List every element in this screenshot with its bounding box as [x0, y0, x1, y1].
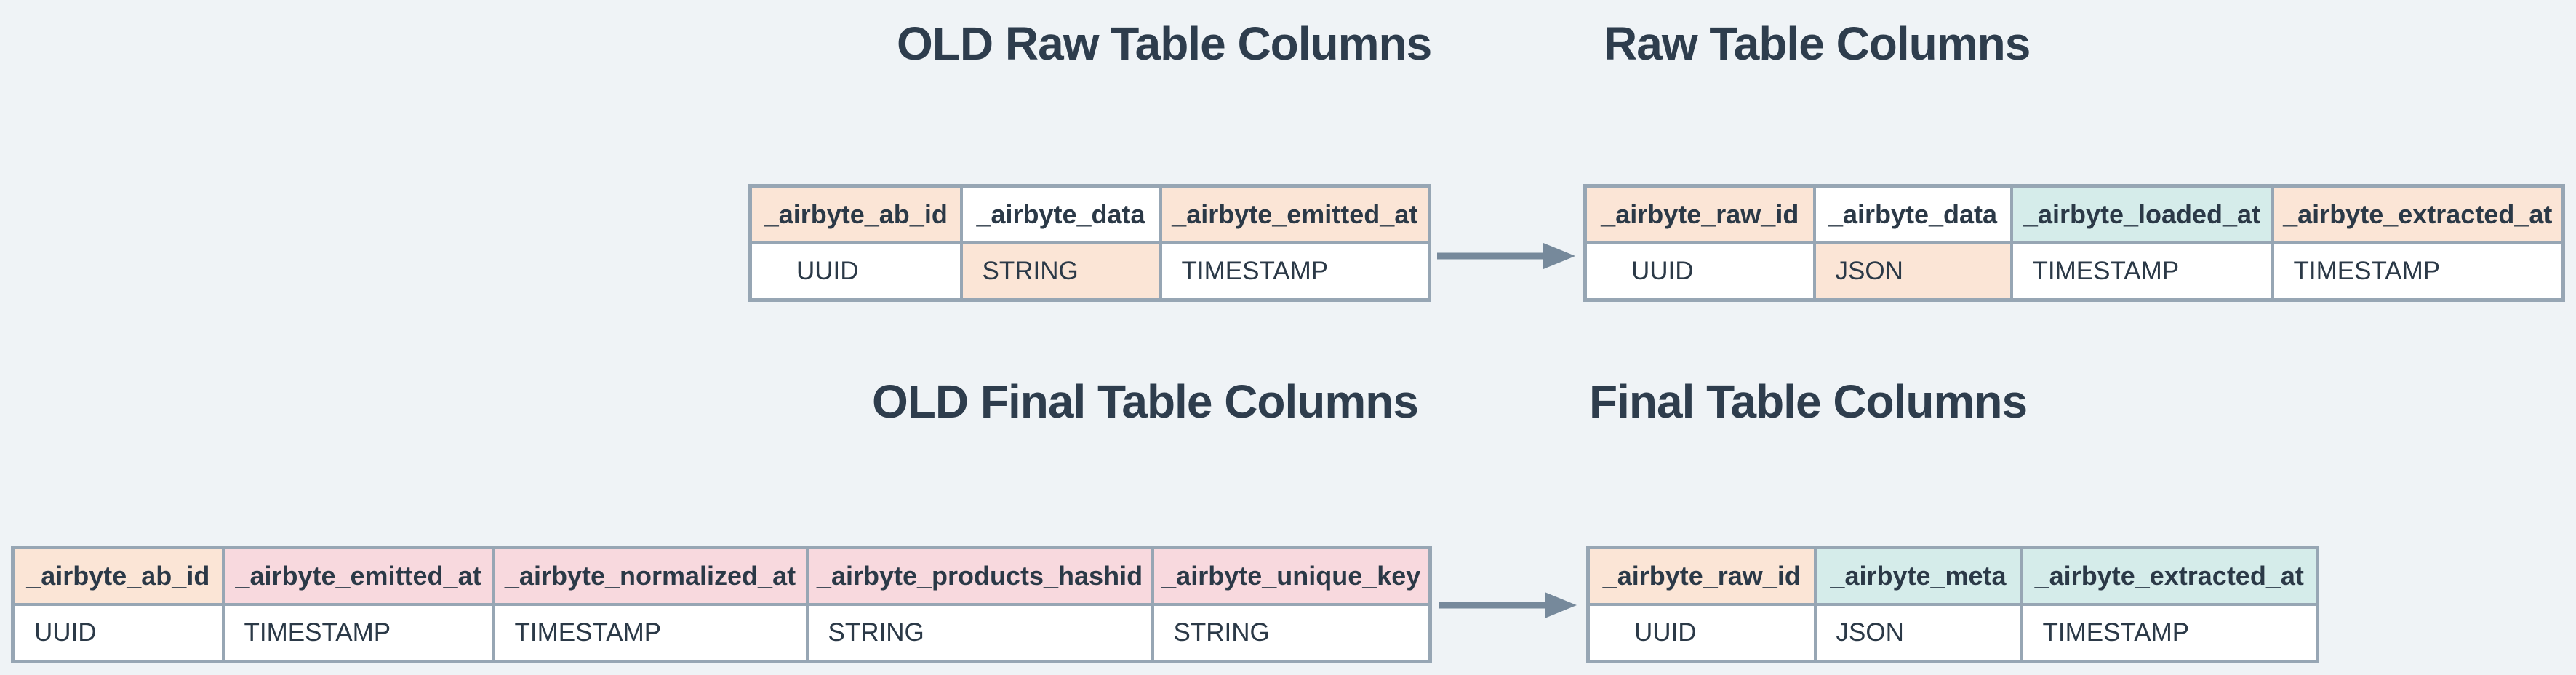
- column-header-cell: _airbyte_extracted_at: [2020, 546, 2319, 606]
- column-type-cell: UUID: [11, 603, 225, 663]
- raw-header-row: _airbyte_raw_id _airbyte_data _airbyte_l…: [1583, 184, 2565, 244]
- column-header-cell: _airbyte_data: [959, 184, 1162, 244]
- final-type-row: UUID JSON TIMESTAMP: [1586, 603, 2319, 663]
- column-type-cell: UUID: [1586, 603, 1817, 663]
- old-raw-table: _airbyte_ab_id _airbyte_data _airbyte_em…: [748, 184, 1431, 302]
- old-final-type-row: UUID TIMESTAMP TIMESTAMP STRING STRING: [11, 603, 1432, 663]
- raw-type-row: UUID JSON TIMESTAMP TIMESTAMP: [1583, 241, 2565, 302]
- column-header-cell: _airbyte_meta: [1813, 546, 2023, 606]
- column-header-cell: _airbyte_loaded_at: [2009, 184, 2274, 244]
- column-header-cell: _airbyte_normalized_at: [492, 546, 809, 606]
- column-type-cell: TIMESTAMP: [492, 603, 809, 663]
- title-old-raw-table-columns: OLD Raw Table Columns: [897, 17, 1432, 70]
- column-type-cell: UUID: [748, 241, 963, 302]
- column-type-cell: TIMESTAMP: [1159, 241, 1431, 302]
- title-final-table-columns: Final Table Columns: [1589, 375, 2028, 428]
- right-arrow-icon: [1439, 592, 1577, 618]
- column-type-cell: TIMESTAMP: [2020, 603, 2319, 663]
- column-header-cell: _airbyte_raw_id: [1583, 184, 1816, 244]
- column-type-cell: TIMESTAMP: [2009, 241, 2274, 302]
- final-header-row: _airbyte_raw_id _airbyte_meta _airbyte_e…: [1586, 546, 2319, 606]
- column-header-cell: _airbyte_ab_id: [11, 546, 225, 606]
- column-type-cell: JSON: [1813, 603, 2023, 663]
- column-header-cell: _airbyte_unique_key: [1151, 546, 1432, 606]
- column-type-cell: STRING: [959, 241, 1162, 302]
- title-old-final-table-columns: OLD Final Table Columns: [872, 375, 1419, 428]
- old-raw-header-row: _airbyte_ab_id _airbyte_data _airbyte_em…: [748, 184, 1431, 244]
- old-final-header-row: _airbyte_ab_id _airbyte_emitted_at _airb…: [11, 546, 1432, 606]
- column-type-cell: UUID: [1583, 241, 1816, 302]
- column-type-cell: STRING: [1151, 603, 1432, 663]
- old-raw-type-row: UUID STRING TIMESTAMP: [748, 241, 1431, 302]
- column-type-cell: JSON: [1812, 241, 2013, 302]
- column-type-cell: TIMESTAMP: [2271, 241, 2565, 302]
- column-header-cell: _airbyte_ab_id: [748, 184, 963, 244]
- old-final-table: _airbyte_ab_id _airbyte_emitted_at _airb…: [11, 546, 1432, 663]
- column-header-cell: _airbyte_data: [1812, 184, 2013, 244]
- column-type-cell: STRING: [805, 603, 1154, 663]
- column-header-cell: _airbyte_emitted_at: [1159, 184, 1431, 244]
- raw-table: _airbyte_raw_id _airbyte_data _airbyte_l…: [1583, 184, 2565, 302]
- column-type-cell: TIMESTAMP: [221, 603, 495, 663]
- column-header-cell: _airbyte_raw_id: [1586, 546, 1817, 606]
- title-raw-table-columns: Raw Table Columns: [1604, 17, 2031, 70]
- column-header-cell: _airbyte_extracted_at: [2271, 184, 2565, 244]
- final-table: _airbyte_raw_id _airbyte_meta _airbyte_e…: [1586, 546, 2319, 663]
- column-header-cell: _airbyte_products_hashid: [805, 546, 1154, 606]
- right-arrow-icon: [1437, 243, 1575, 269]
- column-header-cell: _airbyte_emitted_at: [221, 546, 495, 606]
